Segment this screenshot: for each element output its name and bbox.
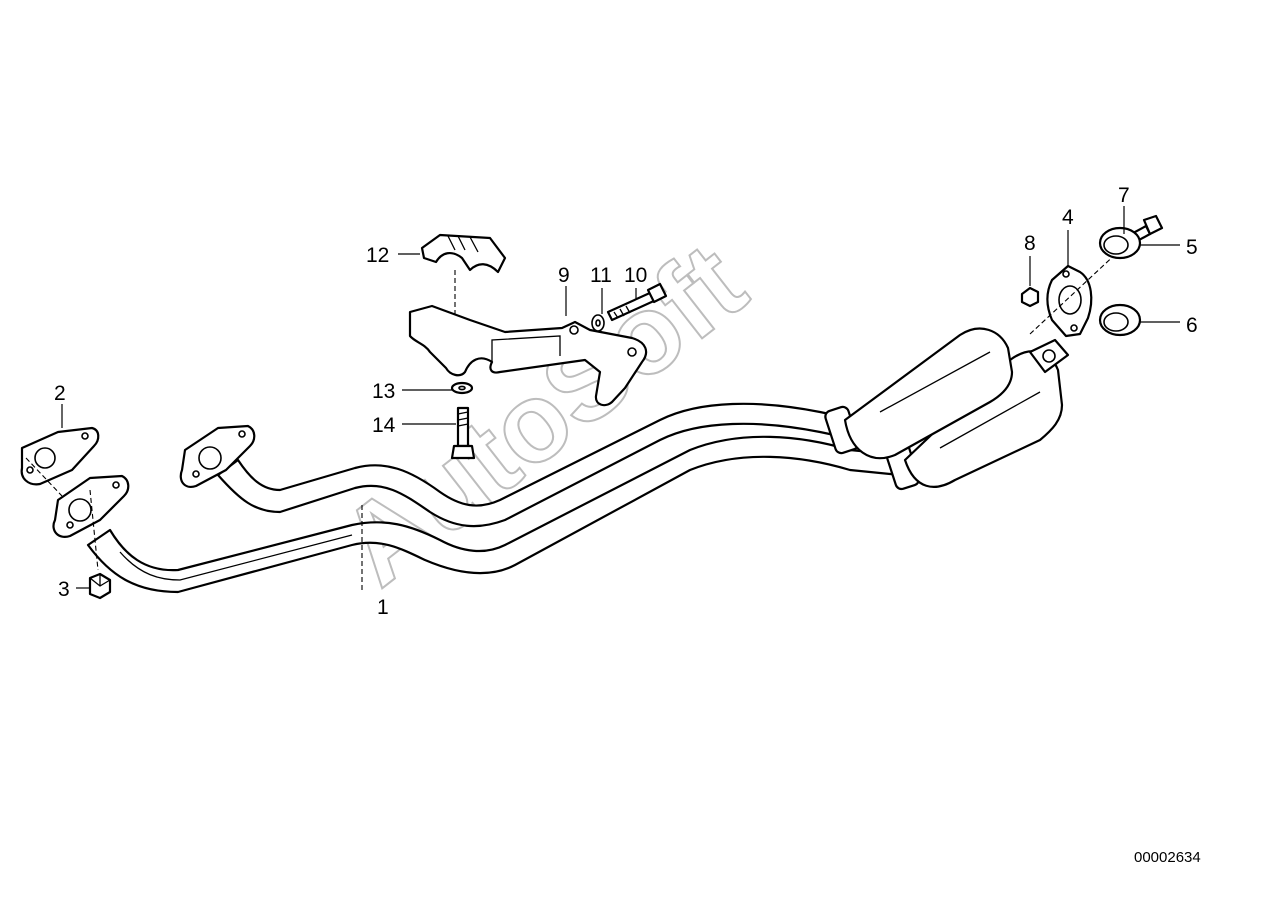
callout-5: 5 xyxy=(1186,236,1198,259)
bolt-head xyxy=(1142,214,1164,236)
callout-14: 14 xyxy=(372,414,396,437)
callout-7: 7 xyxy=(1118,184,1130,207)
callout-4: 4 xyxy=(1062,206,1074,229)
flange-bolt-hole xyxy=(238,430,246,438)
nut-3 xyxy=(88,572,112,600)
bolt-14 xyxy=(450,406,476,460)
gasket-upper xyxy=(20,426,100,486)
ring-6 xyxy=(1098,303,1142,337)
bolt-head xyxy=(450,444,476,460)
flange-front-hole xyxy=(68,498,92,522)
callout-labels: 1 2 3 4 5 6 7 8 9 10 11 12 13 14 xyxy=(54,184,1198,619)
document-number: 00002634 xyxy=(1134,849,1201,866)
nut-8 xyxy=(1020,286,1040,308)
bolt-thread xyxy=(613,305,631,319)
callout-3: 3 xyxy=(58,578,70,601)
callout-8: 8 xyxy=(1024,232,1036,255)
flange-bolt-hole xyxy=(66,521,74,529)
gasket-bolt-hole xyxy=(26,466,34,474)
catalytic-converter-upper xyxy=(843,327,1014,460)
front-exhaust-pipe xyxy=(86,327,1070,594)
washer-center xyxy=(458,385,466,391)
gasket-bore xyxy=(1058,285,1082,315)
manifold-gasket-2 xyxy=(20,424,256,571)
bracket-fold xyxy=(491,335,561,362)
washer-inner xyxy=(595,319,601,327)
callout-leaders xyxy=(61,206,1180,589)
bolt-10 xyxy=(606,282,668,322)
bracket-hole xyxy=(627,347,637,357)
gasket-leader xyxy=(1029,249,1121,335)
ring-inner xyxy=(1103,312,1129,332)
bracket-hole xyxy=(569,325,579,335)
part-2-leader xyxy=(25,457,99,571)
converter-shell-line xyxy=(879,351,991,413)
converter-outlet-hole xyxy=(1042,349,1056,363)
bracket-body xyxy=(408,304,648,407)
flange-bolt-hole xyxy=(112,481,120,489)
nut-face xyxy=(89,574,111,587)
converter-shell-line xyxy=(939,391,1041,449)
ring-5 xyxy=(1098,226,1142,260)
callout-11: 11 xyxy=(590,264,612,287)
callout-10: 10 xyxy=(624,264,647,287)
gasket-bolt-hole xyxy=(81,432,89,440)
flange-rear-hole xyxy=(198,446,222,470)
clamp-12 xyxy=(420,233,507,330)
callout-9: 9 xyxy=(558,264,570,287)
callout-6: 6 xyxy=(1186,314,1198,337)
flange-bolt-hole xyxy=(192,470,200,478)
callout-1: 1 xyxy=(377,596,389,619)
bolt-thread xyxy=(457,411,469,427)
gasket-bolt-hole xyxy=(1070,324,1078,332)
callout-2: 2 xyxy=(54,382,66,405)
gasket-bolt-hole xyxy=(1062,270,1070,278)
nut-body xyxy=(1020,286,1040,308)
gasket-4 xyxy=(1029,249,1121,338)
callout-12: 12 xyxy=(366,244,389,267)
gasket-hole xyxy=(34,447,56,469)
clamp-shell xyxy=(420,233,507,274)
washer-11 xyxy=(591,314,605,332)
ring-inner xyxy=(1103,235,1129,255)
clamp-ridge xyxy=(447,235,479,253)
washer-13 xyxy=(450,381,474,395)
bolt-head xyxy=(646,282,668,304)
pipe-seam xyxy=(119,534,353,581)
bracket-9 xyxy=(408,304,648,407)
callout-13: 13 xyxy=(372,380,395,403)
